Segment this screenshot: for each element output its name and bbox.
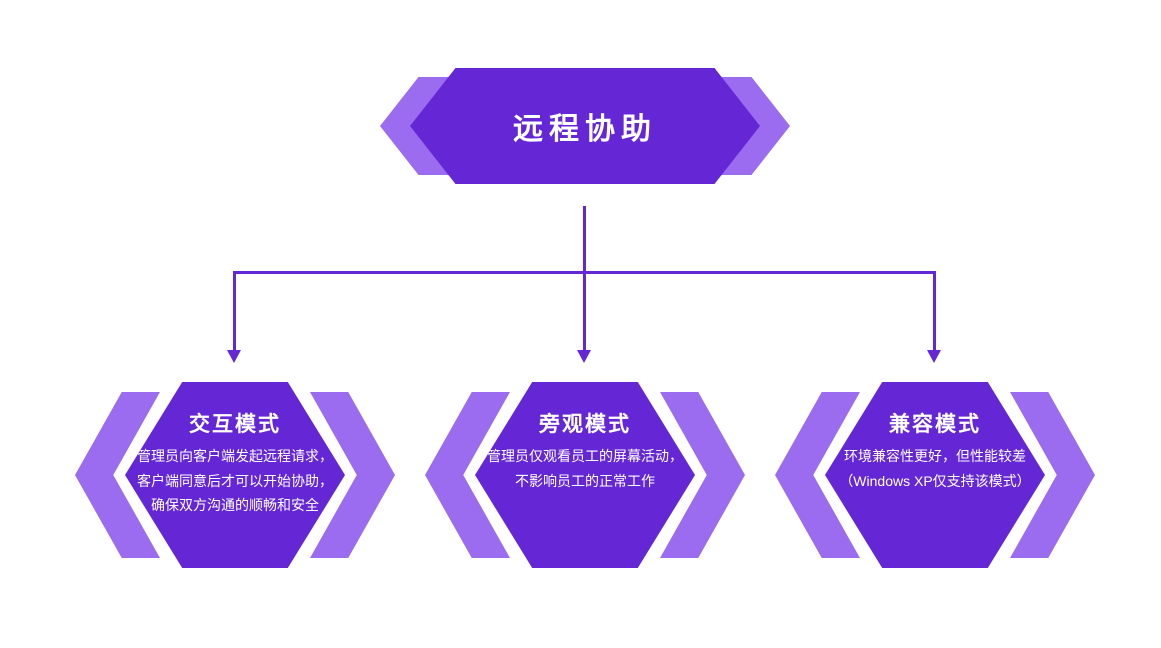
arrow-down-icon bbox=[577, 350, 591, 363]
child-title: 旁观模式 bbox=[539, 413, 631, 436]
root-title: 远程协助 bbox=[513, 113, 657, 146]
child-title: 兼容模式 bbox=[889, 413, 981, 436]
root-hexagon: 远程协助 bbox=[410, 68, 760, 184]
child-description: 管理员仅观看员工的屏幕活动，不影响员工的正常工作 bbox=[487, 448, 683, 489]
child-node-compatibility-mode: 兼容模式 环境兼容性更好，但性能较差（Windows XP仅支持该模式） bbox=[775, 382, 1095, 568]
child-description: 环境兼容性更好，但性能较差（Windows XP仅支持该模式） bbox=[839, 448, 1031, 489]
connector-branch-right bbox=[933, 271, 936, 350]
child-title: 交互模式 bbox=[189, 413, 281, 436]
connector-branch-left bbox=[233, 271, 236, 350]
child-hexagon: 交互模式 管理员向客户端发起远程请求，客户端同意后才可以开始协助，确保双方沟通的… bbox=[125, 382, 345, 568]
arrow-down-icon bbox=[227, 350, 241, 363]
arrow-down-icon bbox=[927, 350, 941, 363]
child-hexagon: 兼容模式 环境兼容性更好，但性能较差（Windows XP仅支持该模式） bbox=[825, 382, 1045, 568]
connector-branch-center bbox=[583, 271, 586, 350]
child-hexagon: 旁观模式 管理员仅观看员工的屏幕活动，不影响员工的正常工作 bbox=[475, 382, 695, 568]
child-node-interactive-mode: 交互模式 管理员向客户端发起远程请求，客户端同意后才可以开始协助，确保双方沟通的… bbox=[75, 382, 395, 568]
child-description: 管理员向客户端发起远程请求，客户端同意后才可以开始协助，确保双方沟通的顺畅和安全 bbox=[137, 448, 333, 513]
root-node: 远程协助 bbox=[368, 68, 802, 184]
connector-stem bbox=[583, 206, 586, 273]
child-node-observer-mode: 旁观模式 管理员仅观看员工的屏幕活动，不影响员工的正常工作 bbox=[425, 382, 745, 568]
